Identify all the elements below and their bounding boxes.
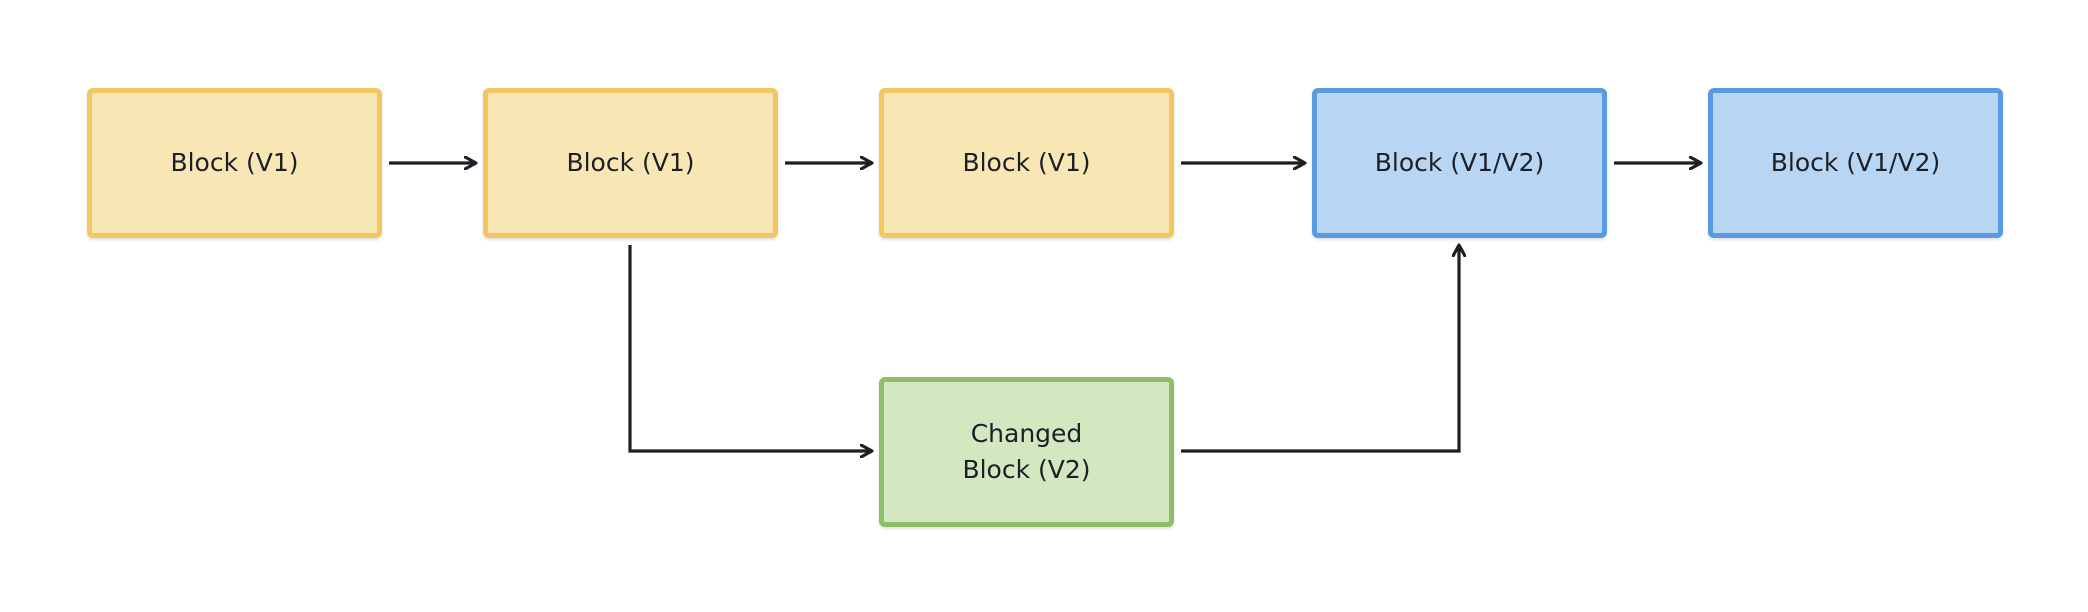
block-label: Block (V1) — [962, 148, 1091, 177]
block-label: Block (V1/V2) — [1374, 148, 1545, 177]
edge-n6-to-n4 — [1181, 245, 1459, 453]
block-label: Block (V1/V2) — [1770, 148, 1941, 177]
block-label: Changed Block (V2) — [962, 419, 1091, 484]
changed-block-node: Changed Block (V2) — [879, 377, 1174, 527]
block-label: Block (V1) — [170, 148, 299, 177]
block-node-3: Block (V1) — [879, 88, 1174, 238]
edge-n2-to-n6 — [628, 245, 872, 451]
block-node-2: Block (V1) — [483, 88, 778, 238]
block-label: Block (V1) — [566, 148, 695, 177]
block-node-1: Block (V1) — [87, 88, 382, 238]
block-node-5: Block (V1/V2) — [1708, 88, 2003, 238]
block-node-4: Block (V1/V2) — [1312, 88, 1607, 238]
